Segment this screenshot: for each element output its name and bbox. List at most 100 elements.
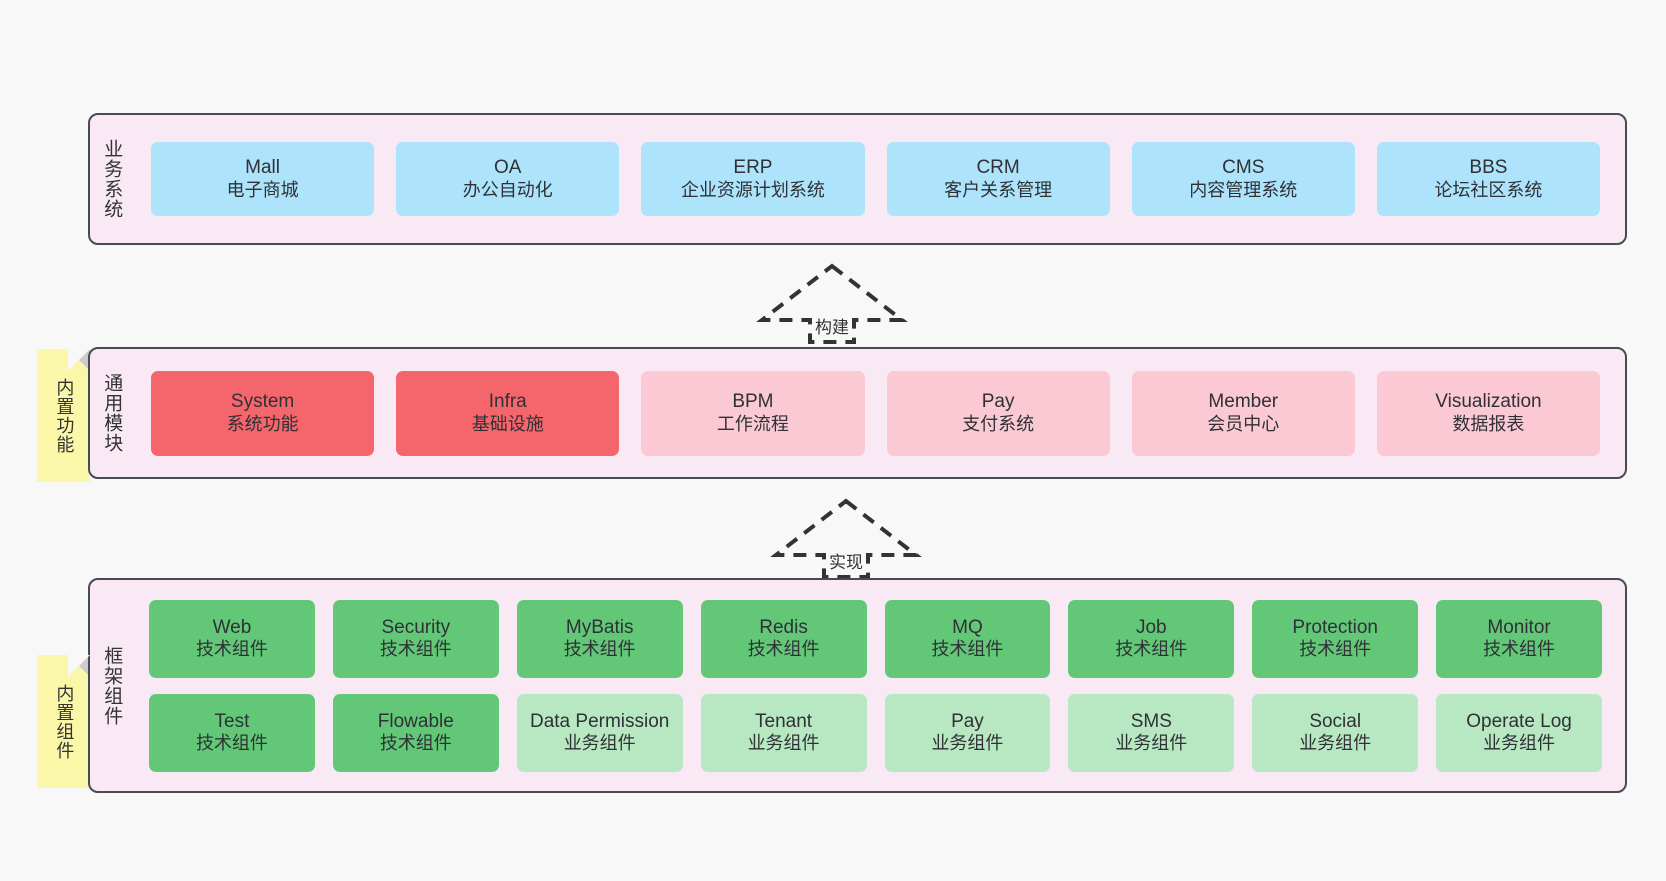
arrow-build-shape bbox=[756, 263, 908, 344]
card-mybatis[interactable]: MyBatis 技术组件 bbox=[516, 599, 683, 678]
layer-framework-components: 框架组件 Web 技术组件 Security 技术组件 MyBatis 技术组件… bbox=[88, 578, 1627, 793]
card-sms-en: SMS bbox=[1130, 710, 1172, 732]
card-erp[interactable]: ERP 企业资源计划系统 bbox=[641, 142, 865, 216]
card-bbs-cn: 论坛社区系统 bbox=[1434, 179, 1543, 200]
card-security-cn: 技术组件 bbox=[379, 639, 452, 660]
card-sms-cn: 业务组件 bbox=[1115, 733, 1188, 754]
note-builtin-component: 内置组件 bbox=[37, 655, 90, 788]
card-operate-log-cn: 业务组件 bbox=[1483, 733, 1556, 754]
card-operate-log-en: Operate Log bbox=[1466, 710, 1572, 732]
card-security-en: Security bbox=[381, 616, 451, 638]
card-oa[interactable]: OA 办公自动化 bbox=[396, 142, 620, 216]
card-web[interactable]: Web 技术组件 bbox=[149, 599, 315, 678]
card-member-cn: 会员中心 bbox=[1207, 413, 1280, 434]
card-mall-cn: 电子商城 bbox=[226, 179, 299, 200]
card-erp-cn: 企业资源计划系统 bbox=[680, 179, 825, 200]
card-mq-en: MQ bbox=[952, 616, 983, 638]
layer-common-modules: 通用模块 System 系统功能 Infra 基础设施 BPM 工作流程 Pay… bbox=[88, 347, 1627, 479]
layer-modules-body: System 系统功能 Infra 基础设施 BPM 工作流程 Pay 支付系统… bbox=[132, 349, 1625, 477]
card-protection-cn: 技术组件 bbox=[1299, 639, 1372, 660]
framework-tech-row: Web 技术组件 Security 技术组件 MyBatis 技术组件 Redi… bbox=[140, 599, 1611, 678]
arrow-build: 构建 bbox=[756, 262, 908, 344]
card-mq-cn: 技术组件 bbox=[931, 639, 1004, 660]
card-pay-component[interactable]: Pay 业务组件 bbox=[884, 693, 1051, 772]
card-cms-en: CMS bbox=[1222, 157, 1265, 179]
card-web-en: Web bbox=[212, 616, 252, 638]
card-job-cn: 技术组件 bbox=[1115, 639, 1188, 660]
note-builtin-component-label: 内置组件 bbox=[54, 683, 75, 760]
card-mall[interactable]: Mall 电子商城 bbox=[151, 142, 375, 216]
card-oa-cn: 办公自动化 bbox=[462, 179, 553, 200]
card-pay-module-cn: 支付系统 bbox=[962, 413, 1035, 434]
card-visualization[interactable]: Visualization 数据报表 bbox=[1376, 370, 1601, 456]
card-oa-en: OA bbox=[494, 157, 522, 179]
card-system-cn: 系统功能 bbox=[226, 413, 299, 434]
card-test-cn: 技术组件 bbox=[195, 733, 268, 754]
framework-biz-row: Test 技术组件 Flowable 技术组件 Data Permission … bbox=[140, 693, 1611, 772]
card-security[interactable]: Security 技术组件 bbox=[332, 599, 499, 678]
modules-card-row: System 系统功能 Infra 基础设施 BPM 工作流程 Pay 支付系统… bbox=[140, 370, 1611, 456]
card-bbs-en: BBS bbox=[1469, 157, 1508, 179]
card-member-en: Member bbox=[1208, 391, 1279, 413]
card-redis-en: Redis bbox=[759, 616, 808, 638]
card-data-permission-cn: 业务组件 bbox=[563, 733, 636, 754]
card-visualization-cn: 数据报表 bbox=[1452, 413, 1525, 434]
card-data-permission[interactable]: Data Permission 业务组件 bbox=[516, 693, 683, 772]
card-cms-cn: 内容管理系统 bbox=[1189, 179, 1298, 200]
card-mybatis-cn: 技术组件 bbox=[563, 639, 636, 660]
card-protection[interactable]: Protection 技术组件 bbox=[1252, 599, 1419, 678]
card-social[interactable]: Social 业务组件 bbox=[1252, 693, 1419, 772]
layer-business-systems: 业务系统 Mall 电子商城 OA 办公自动化 ERP 企业资源计划系统 CRM… bbox=[88, 113, 1627, 245]
card-infra[interactable]: Infra 基础设施 bbox=[396, 370, 620, 456]
card-bbs[interactable]: BBS 论坛社区系统 bbox=[1376, 142, 1601, 216]
card-tenant-en: Tenant bbox=[755, 710, 813, 732]
card-bpm-en: BPM bbox=[732, 391, 774, 413]
card-bpm-cn: 工作流程 bbox=[716, 413, 789, 434]
layer-framework-title: 框架组件 bbox=[101, 645, 123, 726]
note-builtin-function: 内置功能 bbox=[37, 349, 90, 482]
note-builtin-function-label: 内置功能 bbox=[54, 377, 75, 454]
card-bpm[interactable]: BPM 工作流程 bbox=[641, 370, 865, 456]
card-redis-cn: 技术组件 bbox=[747, 639, 820, 660]
arrow-realize-label: 实现 bbox=[829, 553, 863, 572]
card-flowable-cn: 技术组件 bbox=[379, 733, 452, 754]
card-crm-en: CRM bbox=[976, 157, 1020, 179]
card-pay-component-en: Pay bbox=[951, 710, 984, 732]
arrow-build-label: 构建 bbox=[815, 318, 849, 337]
card-pay-module[interactable]: Pay 支付系统 bbox=[886, 370, 1110, 456]
card-crm[interactable]: CRM 客户关系管理 bbox=[886, 142, 1110, 216]
card-monitor[interactable]: Monitor 技术组件 bbox=[1436, 599, 1602, 678]
card-web-cn: 技术组件 bbox=[195, 639, 268, 660]
card-erp-en: ERP bbox=[733, 157, 773, 179]
card-system-en: System bbox=[230, 391, 295, 413]
layer-business-body: Mall 电子商城 OA 办公自动化 ERP 企业资源计划系统 CRM 客户关系… bbox=[132, 115, 1625, 243]
card-job[interactable]: Job 技术组件 bbox=[1068, 599, 1235, 678]
card-mall-en: Mall bbox=[245, 157, 280, 179]
card-crm-cn: 客户关系管理 bbox=[944, 179, 1053, 200]
card-cms[interactable]: CMS 内容管理系统 bbox=[1131, 142, 1355, 216]
card-test-en: Test bbox=[214, 710, 250, 732]
note-fold-icon bbox=[68, 349, 90, 371]
card-flowable[interactable]: Flowable 技术组件 bbox=[332, 693, 499, 772]
card-visualization-en: Visualization bbox=[1435, 391, 1542, 413]
layer-modules-title: 通用模块 bbox=[101, 373, 123, 453]
card-redis[interactable]: Redis 技术组件 bbox=[700, 599, 867, 678]
arrow-realize-shape bbox=[770, 498, 922, 579]
card-sms[interactable]: SMS 业务组件 bbox=[1068, 693, 1235, 772]
card-test[interactable]: Test 技术组件 bbox=[149, 693, 315, 772]
card-system[interactable]: System 系统功能 bbox=[151, 370, 375, 456]
card-pay-component-cn: 业务组件 bbox=[931, 733, 1004, 754]
card-infra-en: Infra bbox=[488, 391, 527, 413]
card-tenant[interactable]: Tenant 业务组件 bbox=[700, 693, 867, 772]
card-social-cn: 业务组件 bbox=[1299, 733, 1372, 754]
card-member[interactable]: Member 会员中心 bbox=[1131, 370, 1355, 456]
layer-framework-body: Web 技术组件 Security 技术组件 MyBatis 技术组件 Redi… bbox=[132, 580, 1625, 791]
card-operate-log[interactable]: Operate Log 业务组件 bbox=[1436, 693, 1602, 772]
card-mq[interactable]: MQ 技术组件 bbox=[884, 599, 1051, 678]
card-mybatis-en: MyBatis bbox=[565, 616, 634, 638]
card-pay-module-en: Pay bbox=[981, 391, 1015, 413]
arrow-realize: 实现 bbox=[770, 497, 922, 579]
card-social-en: Social bbox=[1309, 710, 1362, 732]
card-job-en: Job bbox=[1135, 616, 1167, 638]
card-monitor-cn: 技术组件 bbox=[1483, 639, 1556, 660]
